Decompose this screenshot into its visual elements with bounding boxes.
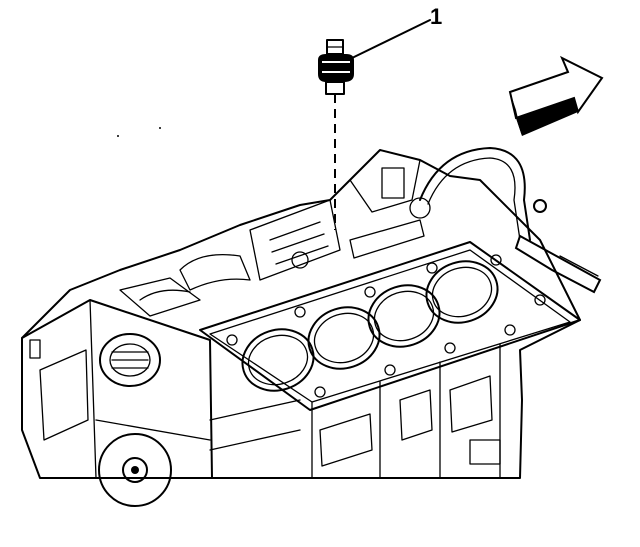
cylinder-bore-2: [307, 306, 381, 370]
wiring-harness: [419, 147, 602, 294]
front-direction-arrow-icon: [508, 55, 604, 136]
cylinder-head-gasket: [199, 241, 581, 411]
crankshaft-gear: [98, 433, 172, 507]
cylinder-bore-1: [241, 328, 315, 392]
knock-sensor: [318, 39, 354, 230]
callout-leader-line: [351, 19, 431, 59]
cylinder-bore-3: [367, 284, 441, 348]
callout-number: 1: [430, 4, 443, 29]
cylinder-bore-4: [425, 260, 499, 324]
engine-block: [21, 149, 581, 507]
